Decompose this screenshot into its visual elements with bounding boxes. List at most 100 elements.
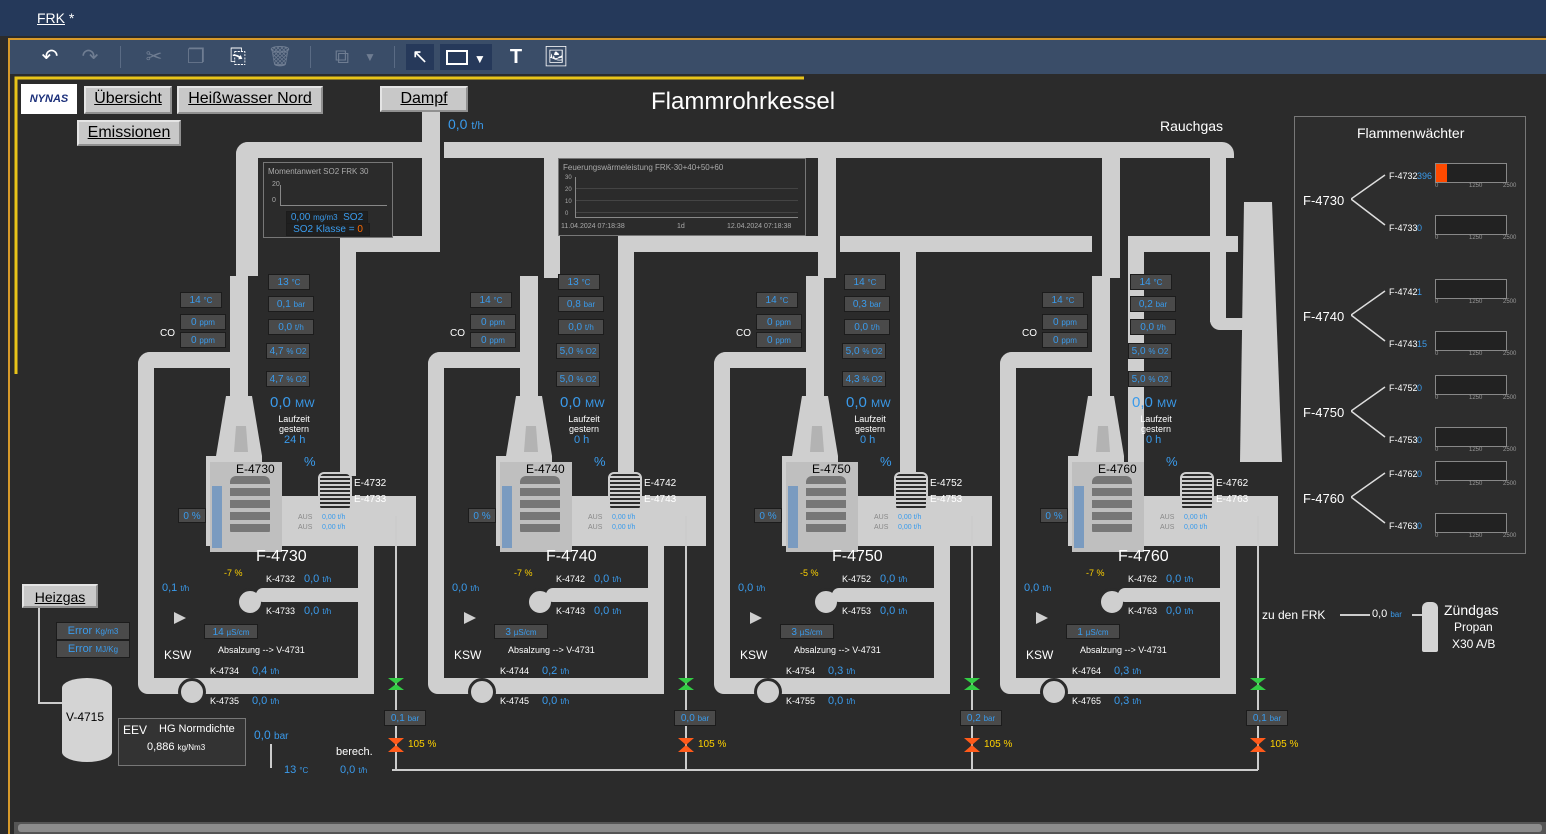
fwl-span: 1d <box>677 223 685 230</box>
boiler-e1-label: E-4742 <box>644 478 677 489</box>
heizgas-error-energy: Error MJ/Kg <box>56 640 130 658</box>
valve-icon <box>1036 612 1048 624</box>
dropdown-icon[interactable]: ▼ <box>364 50 376 64</box>
fw-scale-tick: 1250 <box>1469 447 1483 453</box>
conductivity-value: 14 µS/cm <box>204 624 258 639</box>
boiler-e-label: E-4740 <box>526 462 565 476</box>
co-value-1: 0 ppm <box>180 314 226 330</box>
co-value-2: 0 ppm <box>1042 332 1088 348</box>
zuendgas-sub1: Propan <box>1454 620 1493 634</box>
aus-value-2: 0,00 t/h <box>322 524 346 531</box>
pressure-value: 0,2 bar <box>1130 296 1176 312</box>
fw-level-bar <box>1435 375 1507 395</box>
fw-sensor-value: 0 <box>1417 469 1423 479</box>
steam-pipe <box>340 236 356 476</box>
image-icon[interactable]: 🖼 <box>543 46 569 68</box>
boiler-e2-label: E-4753 <box>930 494 963 505</box>
valve-icon <box>174 612 186 624</box>
eev-label: EEV <box>123 723 148 737</box>
heisswasser-nord-button[interactable]: Heißwasser Nord <box>177 86 323 114</box>
gas-valve-pct: 105 % <box>1270 739 1299 750</box>
absalzung-label: Absalzung --> V-4731 <box>218 645 305 655</box>
rauchgas-label: Rauchgas <box>1160 118 1224 134</box>
aus-value-2: 0,00 t/h <box>612 524 636 531</box>
temp-left-value: 14 °C <box>1042 292 1084 308</box>
flow-left-value: 0,0 t/h <box>738 582 766 594</box>
so2-ymax: 20 <box>272 181 280 188</box>
fw-branch-lines <box>1351 386 1386 438</box>
cut-icon[interactable]: ✂ <box>145 46 163 68</box>
rectangle-icon[interactable]: ▼ <box>440 44 492 70</box>
heizgas-temp: 13 °C <box>284 764 309 776</box>
aus-label-2: AUS <box>1160 524 1175 531</box>
editor-frame <box>8 38 1546 834</box>
o2-value-b: 5,0 % O2 <box>1128 371 1172 387</box>
uebersicht-button[interactable]: Übersicht <box>84 86 172 114</box>
boiler-e2-label: E-4763 <box>1216 494 1249 505</box>
conductivity-value: 3 µS/cm <box>780 624 834 639</box>
fw-scale-tick: 0 <box>1435 183 1439 189</box>
copy-icon[interactable]: ❐ <box>187 46 205 68</box>
paste-icon[interactable]: ⎘ <box>230 46 246 68</box>
fw-scale-tick: 1250 <box>1469 183 1483 189</box>
k4-label: K-4765 <box>1072 696 1102 706</box>
boiler-name: F-4740 <box>546 548 597 565</box>
k1-label: K-4752 <box>842 574 872 584</box>
fw-level-bar <box>1435 427 1507 447</box>
fw-sensor-id: F-4742 <box>1389 287 1418 297</box>
modified-marker: * <box>68 10 75 26</box>
fw-scale-tick: 0 <box>1435 481 1439 487</box>
k4-label: K-4745 <box>500 696 530 706</box>
co-label: CO <box>160 328 175 339</box>
pointer-icon[interactable]: ↖ <box>406 44 434 70</box>
aus-label-2: AUS <box>298 524 313 531</box>
k3-value: 0,3 t/h <box>1114 665 1142 677</box>
fw-scale-tick: 0 <box>1435 235 1439 241</box>
zuendgas-pressure: 0,0 bar <box>1372 608 1402 620</box>
fw-sensor-value: 0 <box>1417 383 1423 393</box>
flow-left-value: 0,0 t/h <box>1024 582 1052 594</box>
o2-value-a: 4,7 % O2 <box>266 343 310 359</box>
group-icon[interactable]: ⧉ <box>334 46 350 68</box>
dampf-button[interactable]: Dampf <box>380 86 468 112</box>
text-icon[interactable]: T <box>509 46 523 68</box>
delete-icon[interactable]: 🗑 <box>267 46 293 68</box>
emissionen-button[interactable]: Emissionen <box>77 120 181 146</box>
steam-pipe <box>422 112 440 236</box>
propane-bottle-icon <box>1422 602 1438 652</box>
temp-left-value: 14 °C <box>756 292 798 308</box>
boiler-e1-label: E-4752 <box>930 478 963 489</box>
pct-value: 0 % <box>754 508 782 523</box>
chimney <box>1240 202 1282 462</box>
boiler-e-label: E-4730 <box>236 462 275 476</box>
gas-header-line <box>392 769 1258 771</box>
pct-value: 0 % <box>178 508 206 523</box>
so2-klasse: SO2 Klasse = 0 <box>286 223 370 236</box>
k2-label: K-4743 <box>556 606 586 616</box>
k1-label: K-4732 <box>266 574 296 584</box>
horizontal-scrollbar[interactable] <box>14 822 1546 834</box>
page-title: Flammrohrkessel <box>651 88 836 115</box>
zuendgas-sub2: X30 A/B <box>1452 637 1496 651</box>
aus-value-2: 0,00 t/h <box>898 524 922 531</box>
tank-label: V-4715 <box>66 710 105 724</box>
k4-label: K-4755 <box>786 696 816 706</box>
percent-sign: % <box>1166 454 1178 469</box>
flow-left-value: 0,0 t/h <box>452 582 480 594</box>
heizgas-button[interactable]: Heizgas <box>22 584 98 608</box>
fw-scale-tick: 2500 <box>1503 395 1517 401</box>
aus-label-2: AUS <box>874 524 889 531</box>
gas-pressure: 0,1 bar <box>1246 710 1288 726</box>
boiler-e1-label: E-4762 <box>1216 478 1249 489</box>
file-tab[interactable]: FRK <box>37 10 65 26</box>
redo-icon[interactable]: ↷ <box>81 46 99 68</box>
scrollbar-thumb[interactable] <box>18 824 1542 832</box>
pct-value: 0 % <box>468 508 496 523</box>
aus-value-1: 0,00 t/h <box>612 514 636 521</box>
undo-icon[interactable]: ↶ <box>41 46 59 68</box>
k2-value: 0,0 t/h <box>304 605 332 617</box>
flue-pipe <box>236 142 436 158</box>
so2-trend-panel: Momentanwert SO2 FRK 30 20 0 0,00 mg/m3 … <box>263 162 393 238</box>
power-value: 0,0 MW <box>846 394 891 411</box>
k2-label: K-4763 <box>1128 606 1158 616</box>
